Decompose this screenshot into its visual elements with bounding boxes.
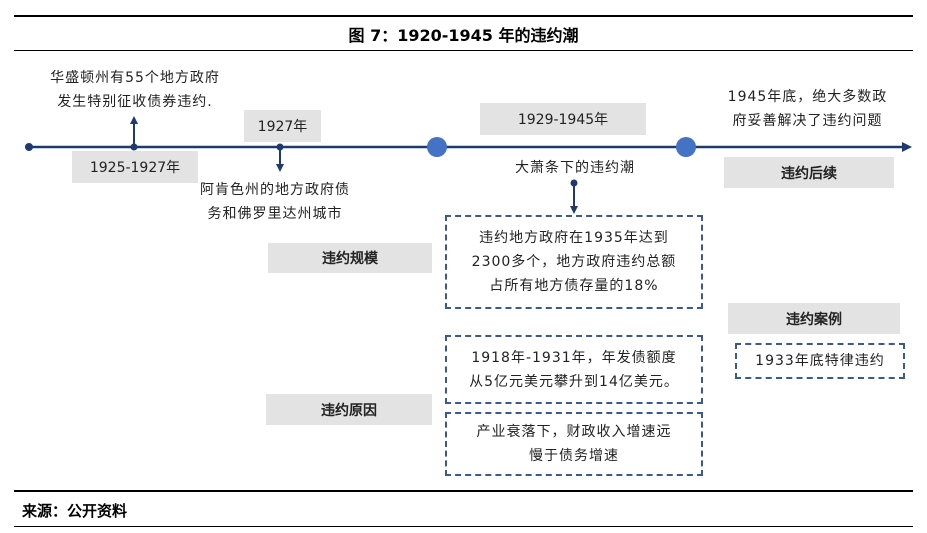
event-1945-text: 1945年底，绝大多数政府妥善解决了违约问题 [727,89,888,129]
source-note: 来源：公开资料 [22,502,128,520]
figure-title: 图 7：1920-1945 年的违约潮 [348,26,579,45]
cause-box-1: 1918年-1931年，年发债额度从5亿元美元攀升到14亿美元。 [445,335,703,404]
top-rule [14,15,913,17]
footer-rule [14,526,913,527]
label-scale: 违约规模 [268,243,432,273]
event-depression-text: 大萧条下的违约潮 [515,160,635,176]
label-1929-1945: 1929-1945年 [480,103,646,135]
timeline-arrow-icon [902,142,912,152]
event-1925-text: 华盛顿州有55个地方政府发生特别征收债券违约. [50,70,220,110]
circle-1929 [427,137,447,157]
label-case: 违约案例 [728,303,900,334]
label-1927: 1927年 [244,110,321,142]
arrow-down-icon [570,206,578,214]
event-1927-text: 阿肯色州的地方政府债务和佛罗里达州城市 [200,182,350,222]
label-1925-1927: 1925-1927年 [72,151,198,183]
cause-box-2: 产业衰落下，财政收入增速远慢于债务增速 [445,412,703,476]
label-cause: 违约原因 [266,394,432,425]
arrow-up-icon [130,116,138,124]
circle-1945 [676,137,696,157]
label-aftermath: 违约后续 [724,157,894,188]
arrow-down-icon [276,164,284,172]
timeline-start-dot [25,143,33,151]
title-rule [14,50,913,51]
bottom-rule [14,490,913,492]
case-box: 1933年底特律违约 [735,343,905,379]
